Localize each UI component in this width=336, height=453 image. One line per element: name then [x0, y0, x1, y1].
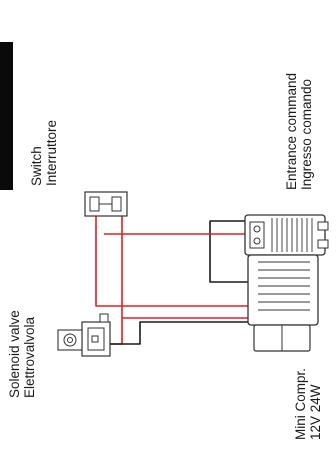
solenoid-label-it: Elettrovalvola — [22, 316, 37, 398]
switch-label-en: Switch — [29, 146, 44, 186]
compressor-icon — [244, 214, 329, 352]
black-wire-solenoid-compressor — [106, 321, 248, 345]
switch-icon — [84, 191, 128, 217]
edge-black-bar — [0, 42, 13, 190]
entrance-command-en: Entrance command — [284, 73, 299, 190]
compressor-label: Mini Compr. 12V 24W — [293, 368, 323, 440]
switch-label-it: Interruttore — [44, 120, 59, 186]
switch-label: Switch Interruttore — [29, 120, 59, 186]
compressor-name: Mini Compr. — [293, 368, 308, 440]
solenoid-valve-icon — [57, 313, 111, 357]
entrance-command-label: Entrance command Ingresso comando — [284, 73, 314, 190]
solenoid-valve-label: Solenoid valve Elettrovalvola — [7, 310, 37, 398]
solenoid-label-en: Solenoid valve — [7, 310, 22, 398]
compressor-spec: 12V 24W — [308, 384, 323, 440]
red-wire-switch-compressor — [95, 206, 248, 307]
entrance-command-it: Ingresso comando — [299, 79, 314, 190]
